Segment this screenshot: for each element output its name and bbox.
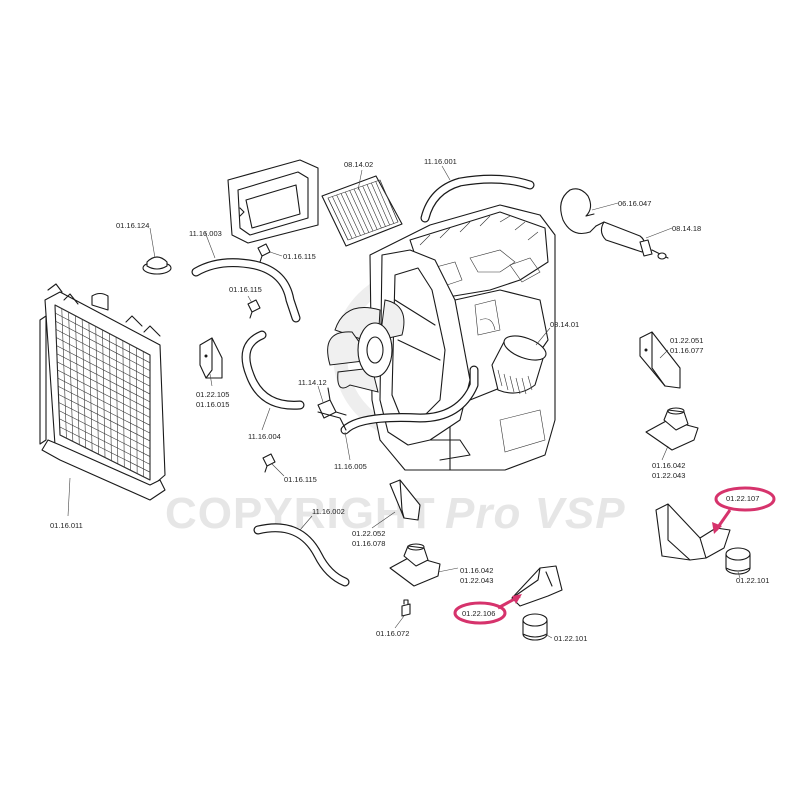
label-01-16-042-center: 01.16.042: [460, 566, 493, 575]
label-01-22-105: 01.22.105: [196, 390, 229, 399]
label-01-22-052: 01.22.052: [352, 529, 385, 538]
label-01-22-101-right: 01.22.101: [736, 576, 769, 585]
label-11-16-002: 11.16.002: [312, 507, 345, 516]
label-01-16-077: 01.16.077: [670, 346, 703, 355]
label-01-16-115-top: 01.16.115: [283, 252, 316, 261]
rubber-mount-right: [725, 547, 751, 575]
label-01-22-043-right: 01.22.043: [652, 471, 685, 480]
label-01-22-101-center: 01.22.101: [554, 634, 587, 643]
hoses: [191, 174, 535, 587]
label-11-16-004: 11.16.004: [248, 432, 281, 441]
highlight-01-22-107: [714, 486, 776, 512]
radiator: [39, 283, 166, 501]
bracket-01-22-107: [655, 503, 731, 561]
label-01-16-078: 01.16.078: [352, 539, 385, 548]
label-01-22-107: 01.22.107: [726, 494, 759, 503]
air-filter-cover: [227, 159, 319, 244]
label-01-16-015: 01.16.015: [196, 400, 229, 409]
bracket-01-22-052: [389, 479, 421, 521]
leader-lines: [67, 165, 741, 639]
label-11-16-003: 11.16.003: [189, 229, 222, 238]
fuel-filter: [595, 221, 669, 260]
label-11-14-12: 11.14.12: [298, 378, 327, 387]
label-01-16-124: 01.16.124: [116, 221, 149, 230]
label-08-14-18: 08.14.18: [672, 224, 701, 233]
engine-mount-center: [389, 543, 441, 587]
part-labels: 01.16.124 11.16.003 01.16.115 01.16.115 …: [50, 157, 769, 643]
oil-filter: [491, 335, 547, 395]
label-06-16-047: 06.16.047: [618, 199, 651, 208]
fittings: [247, 243, 411, 617]
label-01-22-106: 01.22.106: [462, 609, 495, 618]
bracket-01-22-106: [511, 565, 563, 607]
hose-clip: [560, 188, 597, 235]
label-01-16-072: 01.16.072: [376, 629, 409, 638]
bracket-01-22-105: [199, 337, 223, 379]
label-01-22-051: 01.22.051: [670, 336, 703, 345]
engine-block: [327, 204, 556, 471]
air-filter-element: [321, 175, 403, 247]
watermark-brand: Pro VSP: [445, 489, 626, 538]
label-01-16-115-mid: 01.16.115: [229, 285, 262, 294]
rubber-mount-center: [522, 613, 548, 641]
label-01-16-011: 01.16.011: [50, 521, 83, 530]
label-01-16-115-low: 01.16.115: [284, 475, 317, 484]
label-11-16-001: 11.16.001: [424, 157, 457, 166]
bracket-01-22-051: [639, 331, 681, 389]
label-11-16-005: 11.16.005: [334, 462, 367, 471]
engine-mount-right: [645, 407, 699, 451]
highlights: [453, 486, 776, 625]
label-01-16-042-right: 01.16.042: [652, 461, 685, 470]
radiator-cap: [142, 256, 172, 275]
label-08-14-01: 08.14.01: [550, 320, 579, 329]
label-01-22-043-center: 01.22.043: [460, 576, 493, 585]
label-08-14-02: 08.14.02: [344, 160, 373, 169]
highlight-01-22-106: [453, 601, 507, 625]
